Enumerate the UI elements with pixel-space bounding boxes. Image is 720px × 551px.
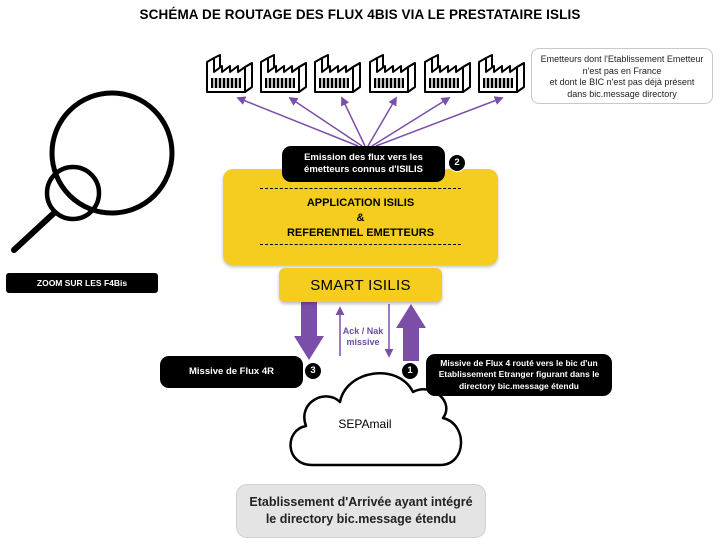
application-line: REFERENTIEL EMETTEURS (286, 227, 435, 239)
factory-icon (260, 54, 307, 93)
ack-nak-label: Ack / Nak missive (338, 326, 388, 348)
ack-line: missive (346, 337, 380, 347)
emission-label: Emission des flux vers les émetteurs con… (282, 146, 445, 182)
dashed-divider (260, 188, 461, 189)
factory-icon (478, 54, 525, 93)
note-line: dans bic.message directory (567, 88, 677, 99)
arrival-line: Etablissement d'Arrivée ayant intégré (249, 495, 473, 509)
flux-4-arrow (396, 304, 426, 361)
application-isilis-box: APPLICATION ISILIS & REFERENTIEL EMETTEU… (223, 169, 498, 265)
factory-icon (314, 54, 361, 93)
factory-icon (206, 54, 253, 93)
emission-line: émetteurs connus d'ISILIS (304, 164, 423, 175)
sepamail-label: SEPAmail (338, 417, 392, 431)
note-line: n'est pas en France (582, 65, 662, 76)
arrival-line: le directory bic.message étendu (265, 512, 457, 526)
missive-4r-label: Missive de Flux 4R (160, 356, 303, 388)
ack-line: Ack / Nak (342, 326, 384, 336)
flux-4r-arrow (294, 302, 324, 360)
emitters-note: Emetteurs dont l'Etablissement Emetteur … (531, 48, 713, 104)
page-title: SCHÉMA DE ROUTAGE DES FLUX 4BIS VIA LE P… (139, 7, 581, 22)
factory-icon (369, 54, 416, 93)
application-text: APPLICATION ISILIS & REFERENTIEL EMETTEU… (223, 196, 498, 241)
flux-4-label: Missive de Flux 4 routé vers le bic d'un… (426, 354, 612, 396)
flux4-line: directory bic.message étendu (458, 380, 579, 391)
smart-isilis-box: SMART ISILIS (279, 268, 442, 302)
factory-icon (424, 54, 471, 93)
flux4-line: Missive de Flux 4 routé vers le bic d'un (440, 357, 598, 368)
step-badge-1: 1 (401, 362, 419, 380)
emission-line: Emission des flux vers les (304, 152, 423, 163)
application-line: & (356, 212, 365, 224)
step-badge-2: 2 (448, 154, 466, 172)
cloud-icon (289, 372, 463, 467)
application-line: APPLICATION ISILIS (306, 197, 415, 209)
step-badge-3: 3 (304, 362, 322, 380)
dashed-divider (260, 244, 461, 245)
emission-arrows (236, 96, 504, 147)
zoom-label: ZOOM SUR LES F4Bis (6, 273, 158, 293)
arrival-box: Etablissement d'Arrivée ayant intégré le… (236, 484, 486, 538)
note-line: et dont le BIC n'est pas déjà présent (549, 77, 695, 87)
note-line: Emetteurs dont l'Etablissement Emetteur (540, 54, 704, 64)
magnifier-icon (11, 90, 175, 253)
flux4-line: Etablissement Etranger figurant dans le (438, 369, 600, 380)
